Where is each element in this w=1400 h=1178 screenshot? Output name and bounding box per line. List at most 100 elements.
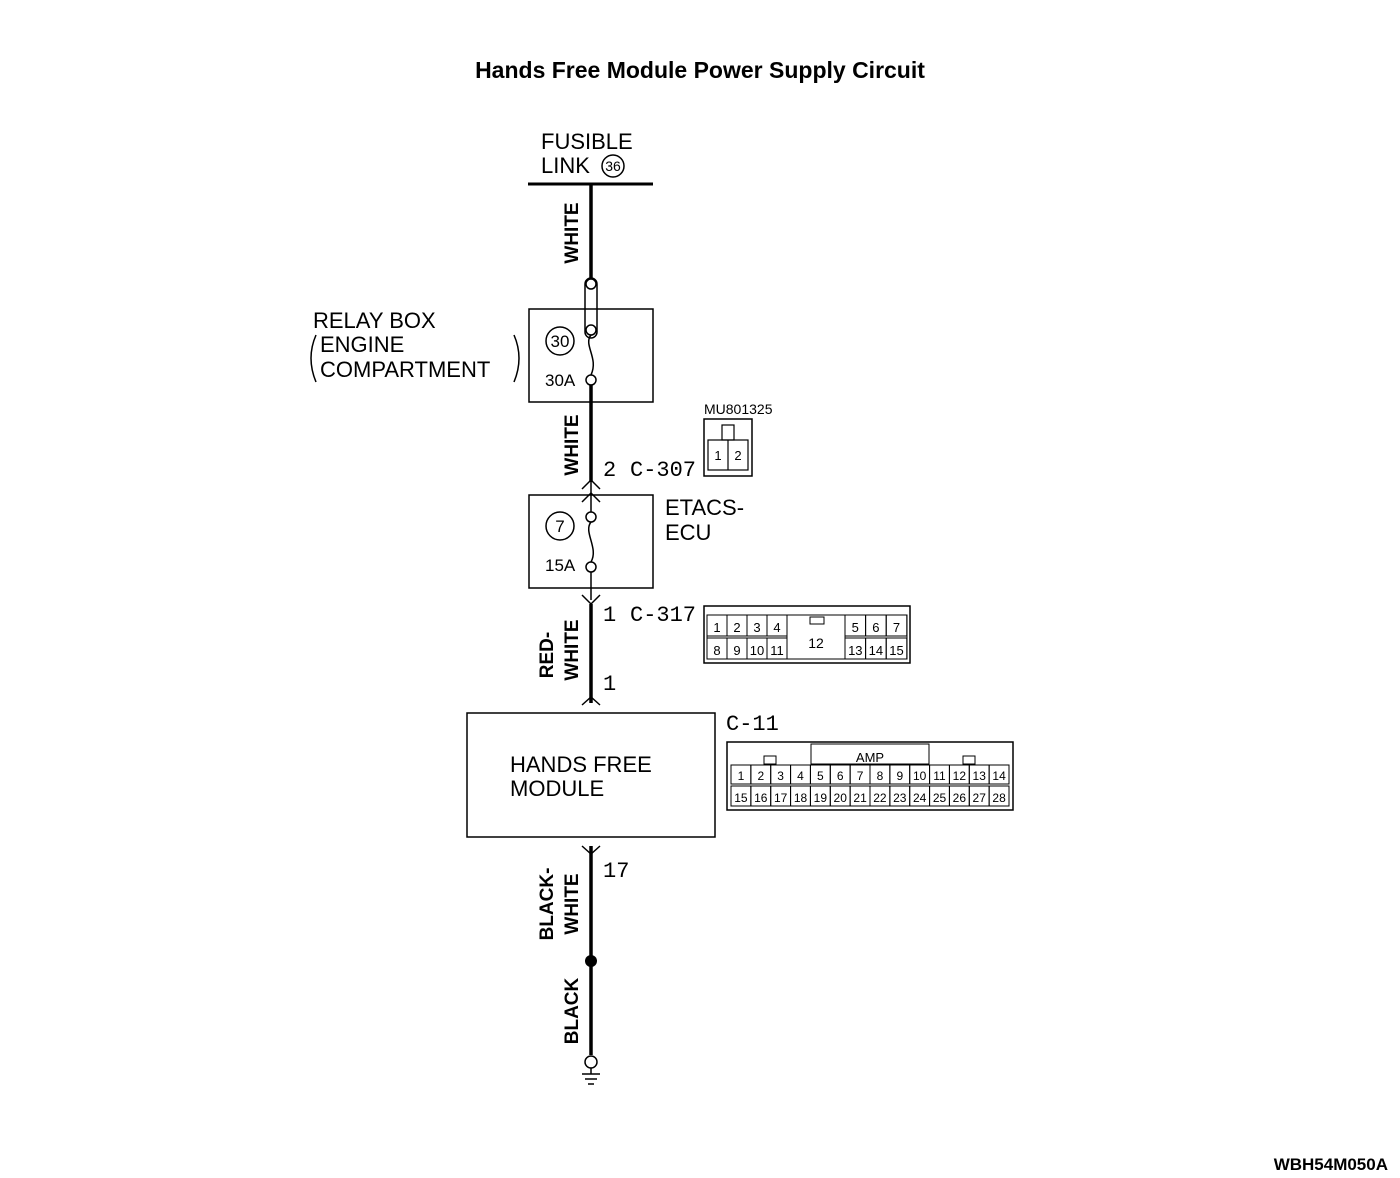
- fusible-link-number: 36: [605, 158, 621, 174]
- c11-pin-7: 7: [857, 769, 864, 783]
- c317-lock-tab: [809, 616, 825, 625]
- c11-pin-17: 17: [774, 791, 788, 805]
- hands-free-module-label-line1: HANDS FREE: [510, 752, 652, 777]
- c11-pin-20: 20: [834, 791, 848, 805]
- c11-pin-27: 27: [973, 791, 987, 805]
- relay-box-label-line1: RELAY BOX: [313, 308, 436, 333]
- c11-pin-15: 15: [734, 791, 748, 805]
- c307-pin-number: 2: [603, 458, 616, 483]
- c11-connector-face: [726, 741, 1014, 811]
- c307-pin-2: 2: [734, 448, 741, 463]
- c307-part-number: MU801325: [704, 401, 773, 417]
- c317-pin-7: 7: [893, 620, 900, 635]
- c307-pin-1: 1: [714, 448, 721, 463]
- c11-pin-23: 23: [893, 791, 907, 805]
- c11-amp-label: AMP: [856, 750, 884, 765]
- c11-pin-28: 28: [992, 791, 1006, 805]
- etacs-input-mark: [581, 491, 601, 503]
- c11-pin-19: 19: [814, 791, 828, 805]
- wire-label-black-white-line1: BLACK-: [537, 868, 558, 941]
- c11-pin-22: 22: [873, 791, 887, 805]
- module-input-mark: [581, 695, 601, 706]
- etacs-fuse-rating: 15A: [545, 556, 576, 575]
- c11-connector-id: C-11: [726, 712, 779, 737]
- c317-pin-7-cell: [885, 614, 908, 637]
- c11-lock-housing: [810, 743, 930, 765]
- relay-box-label-line2: ENGINE: [320, 332, 404, 357]
- c11-pin-25: 25: [933, 791, 947, 805]
- wire-label-white-mid: WHITE: [562, 414, 583, 475]
- c317-pin-8: 8: [713, 643, 720, 658]
- c317-pin-10: 10: [750, 643, 764, 658]
- c11-pin-16: 16: [754, 791, 768, 805]
- relay-box-label-line3: COMPARTMENT: [320, 357, 490, 382]
- etacs-fuse-terminal-bottom: [585, 561, 597, 573]
- relay-fuse-number: 30: [551, 332, 570, 351]
- wire-label-white-top: WHITE: [562, 202, 583, 263]
- c11-pin-4: 4: [797, 769, 804, 783]
- c317-pin-14: 14: [869, 643, 883, 658]
- c317-pin-4-cell: [766, 614, 788, 637]
- wire-label-black-white-line2: WHITE: [562, 873, 583, 934]
- c11-pin-2: 2: [757, 769, 764, 783]
- fusible-link-label-line1: FUSIBLE: [541, 129, 633, 154]
- c317-pin-3: 3: [753, 620, 760, 635]
- c11-pin-3: 3: [777, 769, 784, 783]
- c317-pin-11-cell: [766, 637, 788, 660]
- c317-pin-1: 1: [713, 620, 720, 635]
- c11-pin-21: 21: [853, 791, 867, 805]
- c11-pin-26: 26: [953, 791, 967, 805]
- c11-pin-10: 10: [913, 769, 927, 783]
- relay-fuse-terminal-bottom: [585, 374, 597, 386]
- etacs-fuse-number-circle: [545, 511, 575, 541]
- relay-fuse-terminal-mid: [585, 324, 597, 336]
- c307-connector-mark: [581, 478, 601, 490]
- c317-pin-9: 9: [733, 643, 740, 658]
- relay-box-left-paren: [310, 334, 317, 383]
- c11-pin-bottom: 17: [603, 859, 629, 884]
- c11-pin-1: 1: [738, 769, 745, 783]
- ground-terminal: [584, 1055, 598, 1069]
- c11-pin-8: 8: [877, 769, 884, 783]
- c11-pin-5: 5: [817, 769, 824, 783]
- etacs-fuse-symbol: [588, 521, 594, 563]
- c11-pin-11: 11: [933, 769, 946, 783]
- wire-label-red-white-line2: WHITE: [562, 619, 583, 680]
- etacs-label-line2: ECU: [665, 520, 711, 545]
- relay-fuse-terminal-top: [585, 278, 597, 290]
- c317-pin-13: 13: [848, 643, 862, 658]
- c317-pin-11: 11: [770, 643, 784, 658]
- c317-connector-face: [703, 605, 911, 664]
- wire-label-black: BLACK: [562, 977, 583, 1044]
- c317-pin-number: 1: [603, 603, 616, 628]
- c317-pin-5: 5: [852, 620, 859, 635]
- relay-box-right-paren: [513, 334, 520, 383]
- c11-key-right: [962, 755, 976, 765]
- c11-pin-14-cell: [988, 764, 1010, 785]
- hands-free-module-box: [466, 712, 716, 838]
- c11-pin-14: 14: [992, 769, 1006, 783]
- wire-label-red-white-line1: RED-: [537, 632, 558, 678]
- c317-connector-inner: [706, 614, 908, 660]
- hands-free-module-label-line2: MODULE: [510, 776, 604, 801]
- figure-code: WBH54M050A: [1274, 1155, 1388, 1174]
- c317-pin-12: 12: [808, 635, 824, 651]
- c11-pin-top: 1: [603, 672, 616, 697]
- c11-key-left: [763, 755, 777, 765]
- relay-fuse-number-circle: [545, 326, 575, 356]
- fusible-link-label-line2: LINK: [541, 153, 590, 178]
- c317-pin-15-cell: [885, 637, 908, 660]
- c317-pin-2: 2: [733, 620, 740, 635]
- c11-pin-24: 24: [913, 791, 927, 805]
- c317-connector-id: C-317: [630, 603, 696, 628]
- c11-pin-13: 13: [973, 769, 987, 783]
- c317-pin-4: 4: [773, 620, 780, 635]
- diagram-title: Hands Free Module Power Supply Circuit: [475, 57, 925, 83]
- c11-pin-18: 18: [794, 791, 808, 805]
- c307-connector-lock: [721, 424, 735, 441]
- c307-connector-face: [703, 418, 753, 477]
- c11-pin-28-cell: [988, 785, 1010, 807]
- c11-pin-12: 12: [953, 769, 967, 783]
- etacs-fuse-terminal-top: [585, 511, 597, 523]
